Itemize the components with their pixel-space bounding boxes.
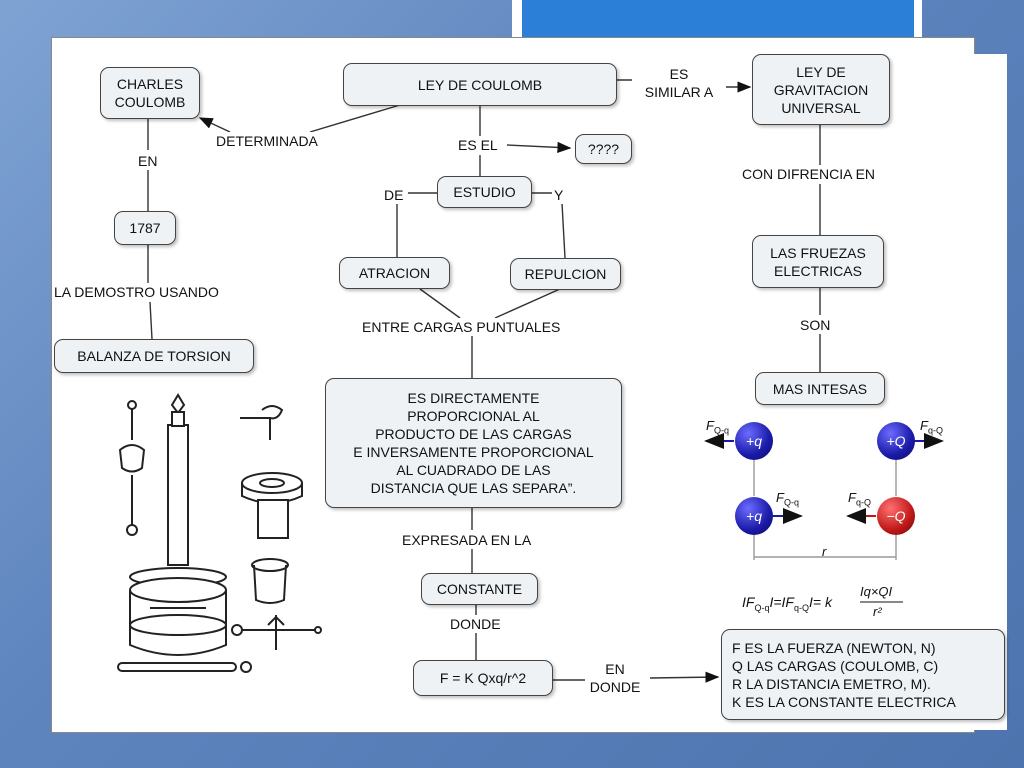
node-atracion[interactable]: ATRACION <box>339 257 450 289</box>
node-mas-intensas[interactable]: MAS INTESAS <box>755 372 885 405</box>
equation-numerator: Iq×QI <box>860 584 893 599</box>
node-statement[interactable]: ES DIRECTAMENTE PROPORCIONAL AL PRODUCTO… <box>325 378 622 508</box>
coulomb-equation: IFQ-qI=IFq-QI= k <box>742 594 832 613</box>
node-repulcion[interactable]: REPULCION <box>510 258 621 290</box>
node-ley-gravitacion-universal[interactable]: LEY DE GRAVITACION UNIVERSAL <box>752 54 890 125</box>
link-la-demostro-usando: LA DEMOSTRO USANDO <box>54 283 219 301</box>
link-entre-cargas-puntuales: ENTRE CARGAS PUNTUALES <box>362 318 561 336</box>
link-y: Y <box>554 186 564 204</box>
charge-plus-q-bottom: +q <box>735 497 773 535</box>
link-determinada: DETERMINADA <box>216 132 318 150</box>
node-balanza-de-torsion[interactable]: BALANZA DE TORSION <box>54 339 254 373</box>
link-en-donde: EN DONDE <box>585 660 645 696</box>
link-en: EN <box>138 152 158 170</box>
concept-map-sheet-extension <box>920 54 1007 730</box>
node-unknown[interactable]: ???? <box>575 134 632 164</box>
link-expresada-en-la: EXPRESADA EN LA <box>402 531 532 549</box>
link-son: SON <box>800 316 831 334</box>
link-de: DE <box>384 186 404 204</box>
link-es-similar-a: ES SIMILAR A <box>632 65 726 101</box>
equation-denominator: r² <box>873 604 882 619</box>
link-donde: DONDE <box>450 615 501 633</box>
link-es-el: ES EL <box>458 136 498 154</box>
torsion-balance-drawing <box>117 393 322 673</box>
force-label-qQ-bottom: Fq-Q <box>848 490 871 508</box>
charge-plus-Q: +Q <box>877 422 915 460</box>
force-label-qQ-top: Fq-Q <box>920 418 943 436</box>
distance-label: r <box>822 544 827 559</box>
node-definitions[interactable]: F ES LA FUERZA (NEWTON, N) Q LAS CARGAS … <box>721 629 1005 720</box>
charge-plus-q-top: +q <box>735 422 773 460</box>
node-constante[interactable]: CONSTANTE <box>421 573 538 605</box>
node-estudio[interactable]: ESTUDIO <box>437 176 532 208</box>
node-fuerzas-electricas[interactable]: LAS FRUEZAS ELECTRICAS <box>752 235 884 288</box>
force-label-Qq-top: FQ-q <box>706 418 729 436</box>
force-label-Qq-bottom: FQ-q <box>776 490 799 508</box>
link-con-diferencia-en: CON DIFRENCIA EN <box>742 165 876 183</box>
node-1787[interactable]: 1787 <box>114 211 176 245</box>
node-charles-coulomb[interactable]: CHARLES COULOMB <box>100 67 200 119</box>
charge-minus-Q: −Q <box>877 497 915 535</box>
node-ley-de-coulomb[interactable]: LEY DE COULOMB <box>343 63 617 106</box>
node-formula[interactable]: F = K Qxq/r^2 <box>413 660 553 696</box>
